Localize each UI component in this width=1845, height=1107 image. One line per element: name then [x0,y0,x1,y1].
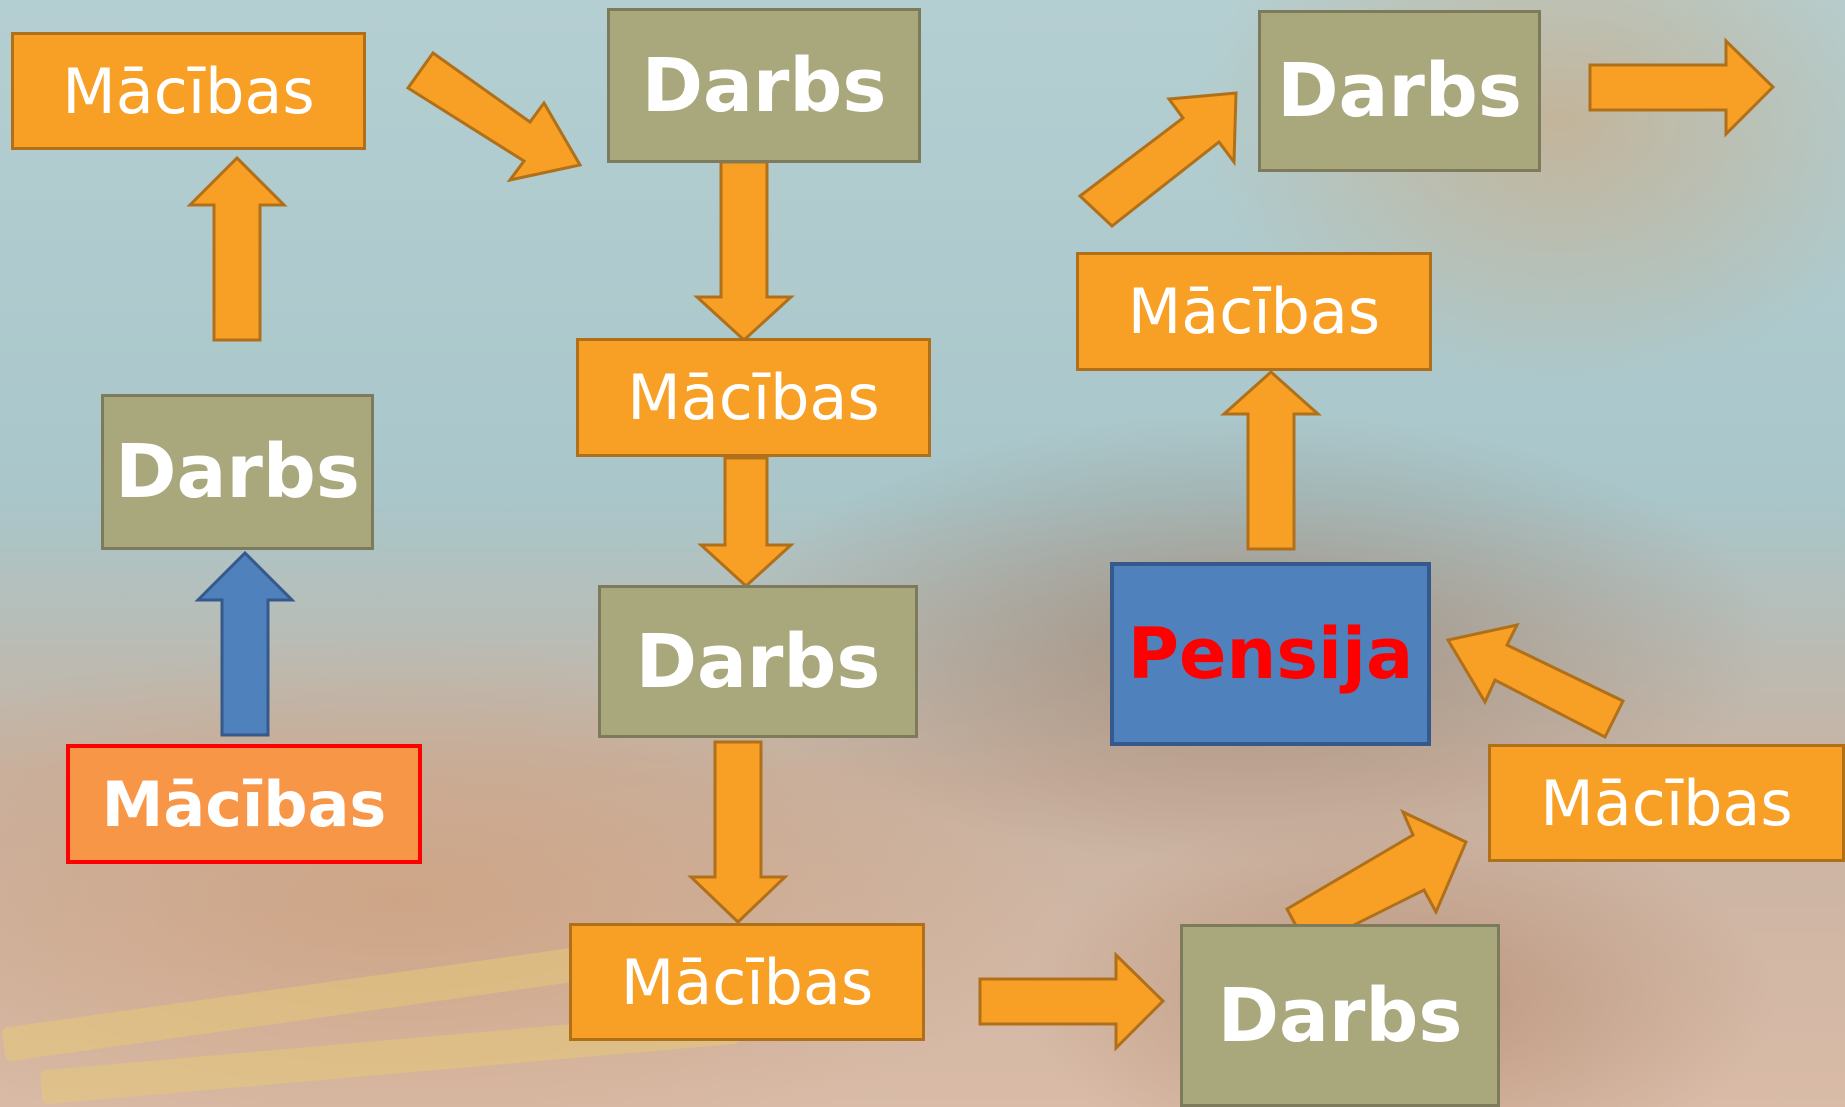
arrow-diagonal-up-left [1445,622,1626,740]
node-study: Mācības [576,338,931,457]
arrow-down [697,456,795,589]
arrow-up-blue [194,550,296,737]
node-label: Darbs [1217,972,1463,1059]
node-label: Darbs [1277,48,1522,134]
node-study: Mācības [569,923,925,1041]
node-label: Mācības [1540,766,1793,840]
node-study: Mācības [11,32,366,150]
node-label: Mācības [627,361,880,434]
node-study-start: Mācības [66,744,422,864]
node-work: Darbs [1180,924,1500,1107]
node-label: Mācības [620,945,874,1019]
node-pension: Pensija [1110,562,1431,746]
arrow-diagonal-up-right [1077,91,1238,228]
node-study: Mācības [1488,744,1845,862]
arrow-up [1220,369,1322,551]
arrow-down [693,160,795,343]
node-label: Mācības [1127,275,1381,348]
node-label: Mācības [101,767,387,841]
node-label: Pensija [1127,613,1414,695]
arrow-up [186,155,288,342]
node-work: Darbs [607,8,921,163]
node-work: Darbs [1258,10,1541,172]
node-label: Darbs [115,429,360,515]
node-label: Darbs [641,42,887,129]
arrow-diagonal-down-right [405,50,583,183]
node-label: Mācības [62,54,315,128]
node-work: Darbs [598,585,918,738]
arrow-down [687,740,789,925]
arrow-right [978,951,1166,1052]
node-work: Darbs [101,394,374,550]
arrow-right [1588,37,1776,138]
node-study: Mācības [1076,252,1432,371]
node-label: Darbs [635,618,881,705]
